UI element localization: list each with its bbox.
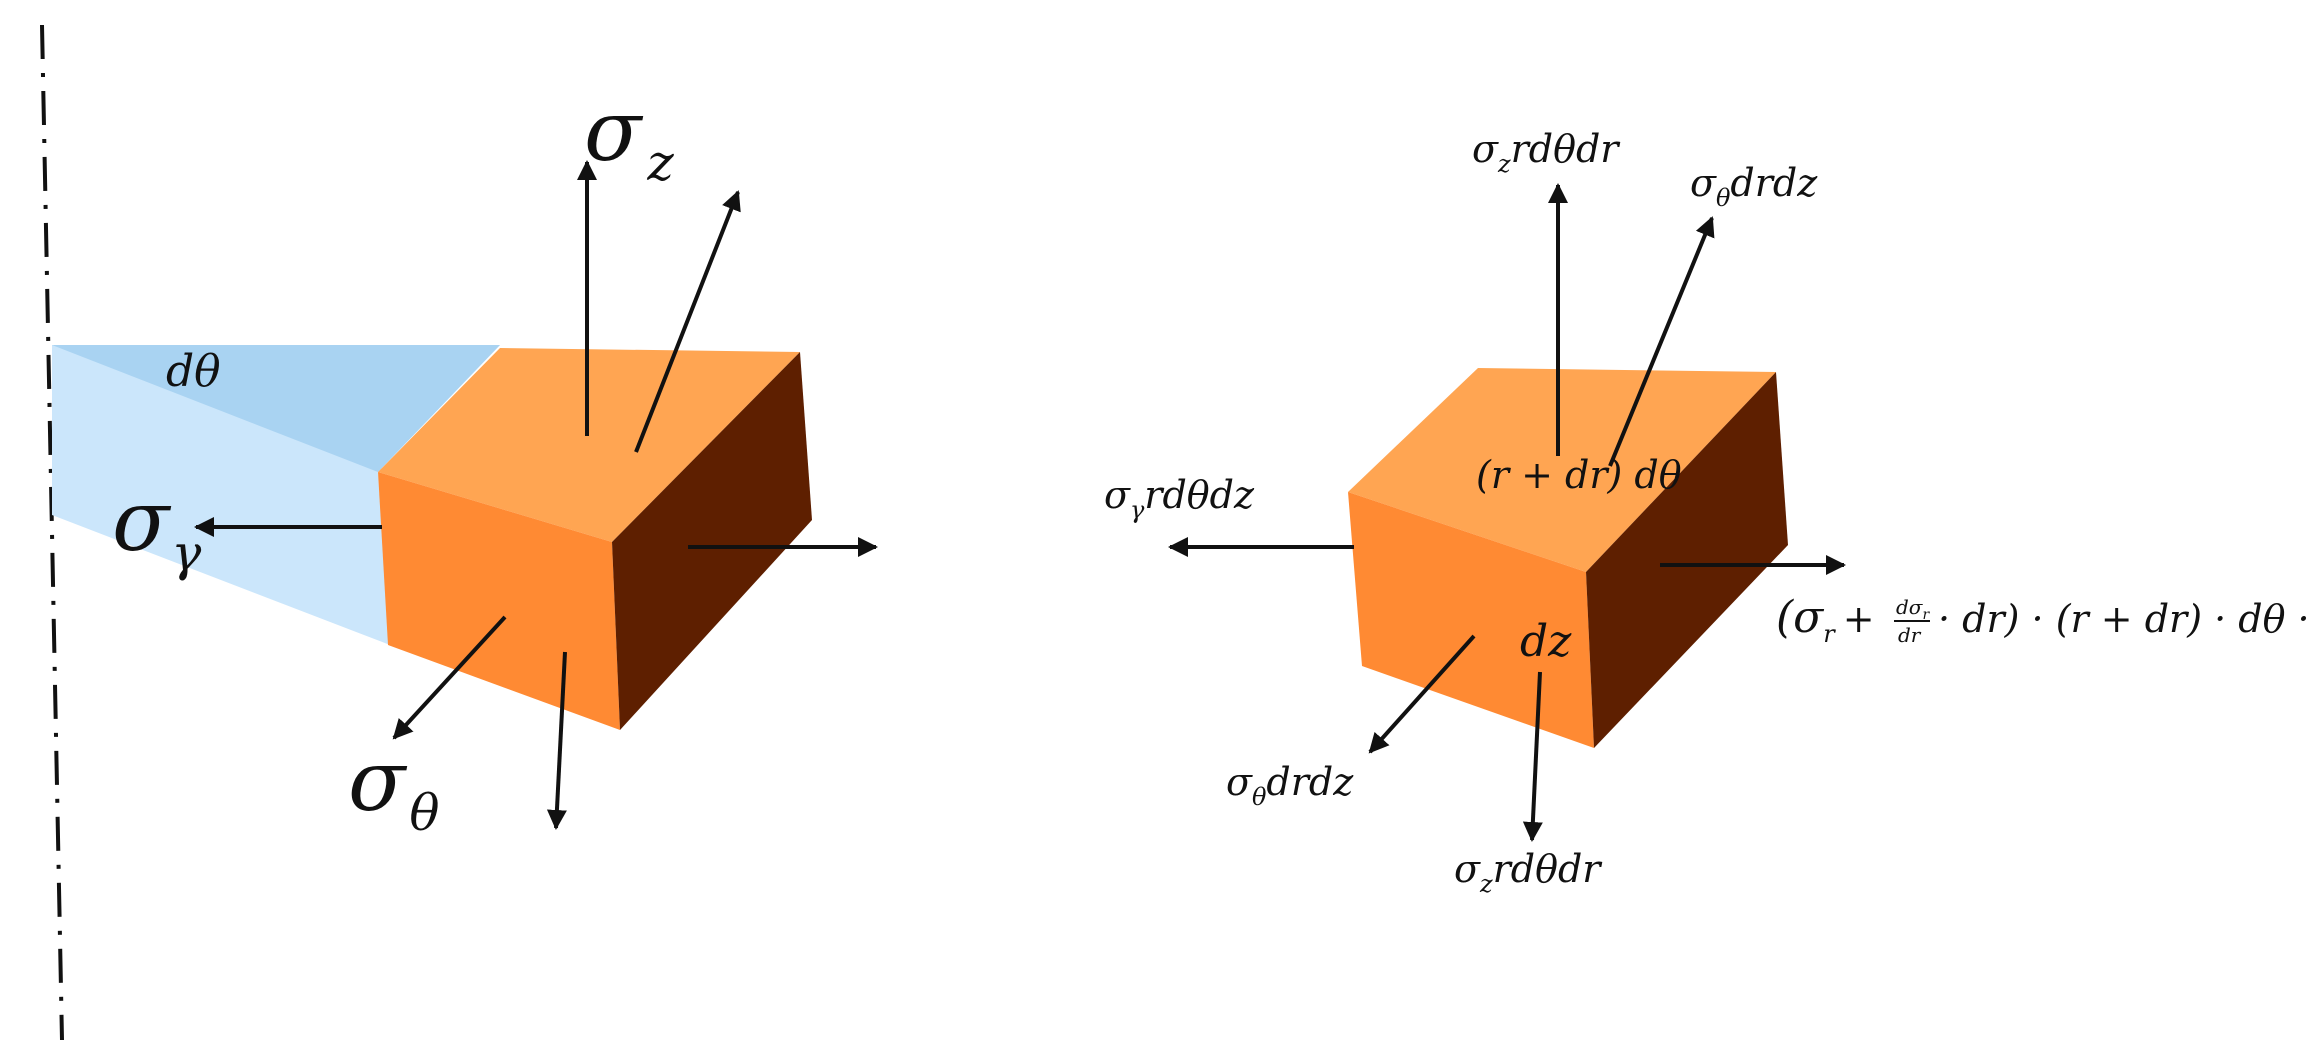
left-sigma-theta-front-arrow [392, 615, 507, 740]
sigma-symbol: σ [584, 82, 644, 180]
numerator-d-sigma: dσ [1896, 595, 1924, 619]
sigma-symbol: σ [1454, 847, 1481, 891]
sigma-symbol: σ [1690, 161, 1717, 205]
sigma-symbol: σ [1226, 760, 1253, 804]
left-sigma-theta-label: σθ [348, 732, 439, 842]
right-theta-back-force-label: σθdrdz [1690, 161, 1818, 212]
right-theta-front-force-label: σθdrdz [1226, 760, 1354, 811]
axis-of-symmetry [40, 24, 64, 1041]
left-dtheta-label: dθ [166, 346, 221, 397]
numerator-subscript: r [1922, 607, 1930, 623]
outer-force-remainder: · dr) · (r + dr) · dθ · dz [1938, 597, 2310, 641]
subscript: γ [171, 524, 201, 582]
subscript: θ [1716, 184, 1731, 212]
subscript: z [1479, 870, 1493, 898]
right-block-top-face [1348, 368, 1776, 572]
outer-arc-length-label: (r + dr) dθ [1476, 453, 1682, 497]
wedge-top-face [52, 345, 500, 472]
plus-sign: + [1843, 597, 1875, 641]
left-sigma-theta-back-arrow [634, 190, 741, 453]
left-sigma-z-bottom-arrow [546, 651, 567, 830]
sigma-symbol: σ [112, 472, 172, 570]
right-bottom-force-label: σzrdθdr [1454, 847, 1603, 898]
derivative-numerator: dσr [1896, 595, 1930, 623]
right-element: σzrdθdr σθdrdz σγrdθdz (r + dr) dθ dz (σ… [1104, 127, 2310, 898]
right-top-force-label: σzrdθdr [1472, 127, 1621, 178]
sigma-symbol: σ [348, 732, 408, 830]
open-paren-sigma: (σ [1776, 592, 1825, 643]
right-bottom-force-arrow [1522, 671, 1543, 842]
subscript: z [1497, 150, 1511, 178]
force-term: rdθdr [1493, 847, 1604, 891]
left-block-front-face [378, 472, 620, 730]
subscript: θ [1252, 783, 1267, 811]
right-block-front-face [1348, 492, 1594, 748]
force-term: rdθdz [1144, 473, 1255, 517]
derivative-denominator: dr [1898, 623, 1922, 647]
left-block-top-face [378, 348, 800, 542]
left-sigma-r-label: σγ [112, 472, 201, 582]
height-dz-label: dz [1520, 616, 1572, 667]
force-term: drdz [1730, 161, 1818, 205]
subscript: θ [409, 784, 439, 842]
sigma-symbol: σ [1104, 473, 1131, 517]
right-theta-back-force-arrow [1608, 216, 1715, 467]
sigma-symbol: σ [1472, 127, 1499, 171]
force-term: rdθdr [1511, 127, 1622, 171]
subscript: γ [1130, 496, 1145, 524]
right-block-side-face [1586, 372, 1788, 748]
subscript: z [646, 134, 674, 192]
left-block-side-face [612, 352, 812, 730]
subscript: r [1823, 620, 1836, 648]
right-radial-outer-force-label: (σr+ [1776, 592, 1875, 648]
force-term: drdz [1266, 760, 1354, 804]
right-theta-front-force-arrow [1368, 634, 1476, 754]
right-radial-inner-force-label: σγrdθdz [1104, 473, 1255, 524]
